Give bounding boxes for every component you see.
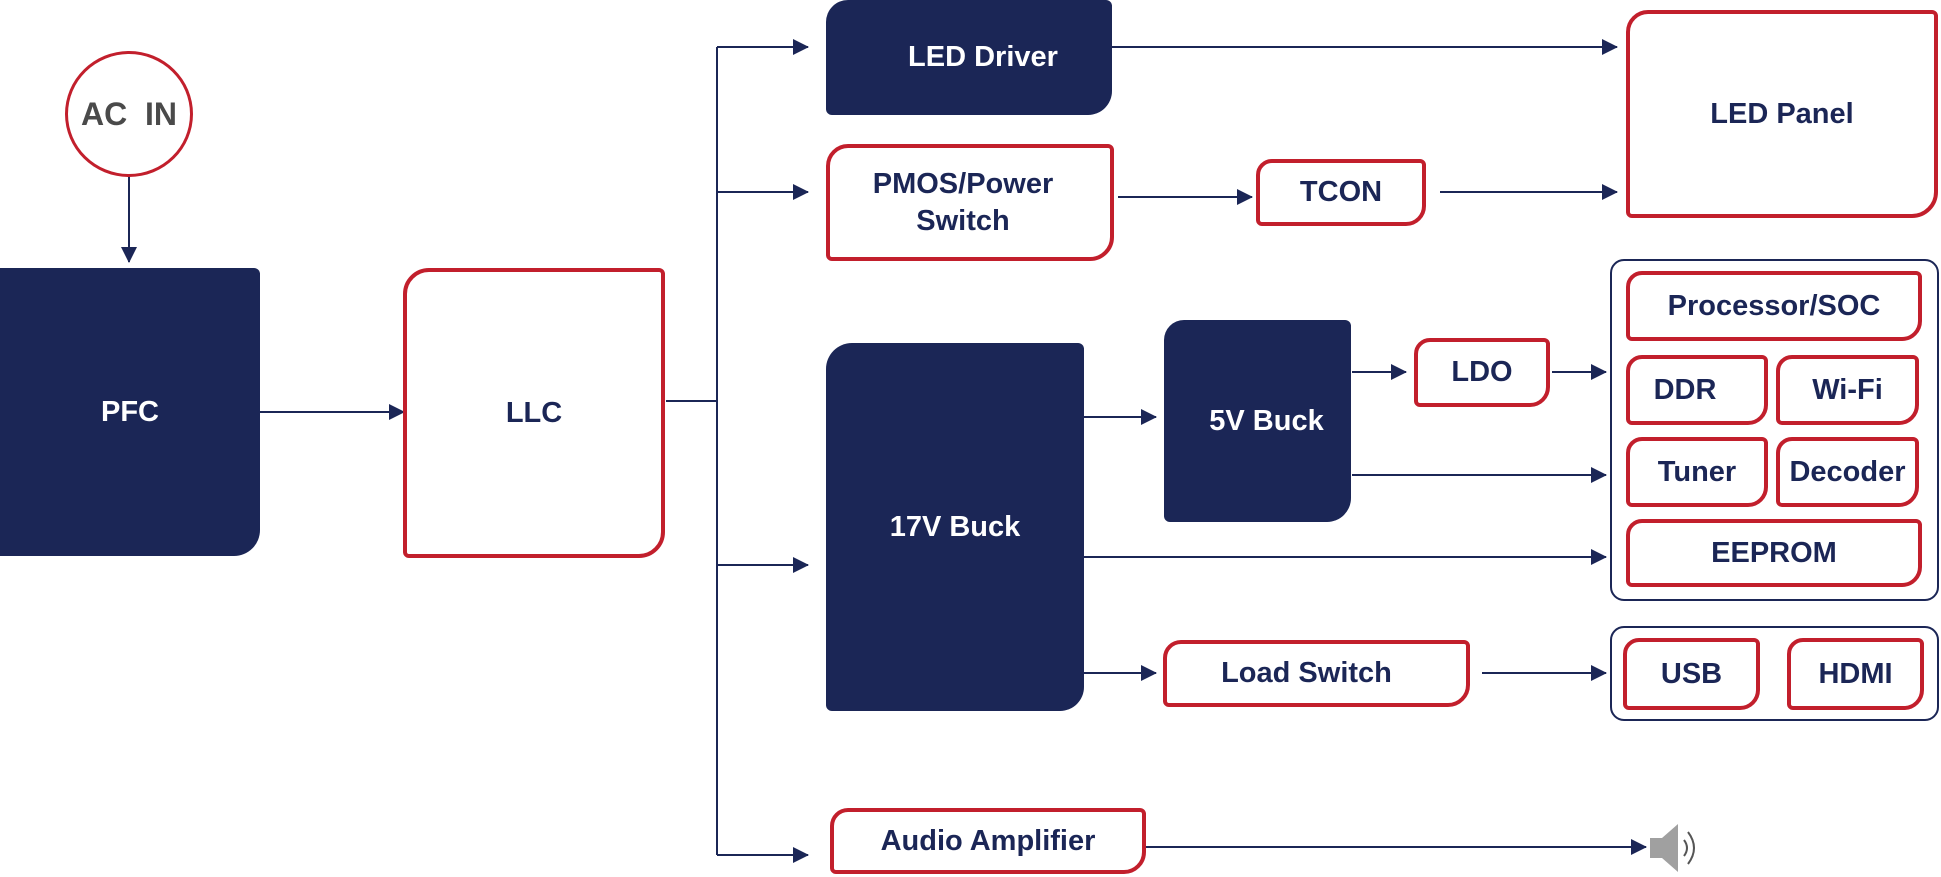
ac-in-node: AC IN [65, 51, 193, 177]
decoder-block: Decoder [1776, 437, 1919, 507]
tcon-block: TCON [1256, 159, 1426, 226]
17v-buck-block: 17V Buck [826, 343, 1084, 711]
audio-amplifier-block: Audio Amplifier [830, 808, 1146, 874]
led-driver-block: LED Driver [826, 0, 1112, 115]
processor-soc-block: Processor/SOC [1626, 271, 1922, 341]
llc-block: LLC [403, 268, 665, 558]
led-panel-block: LED Panel [1626, 10, 1938, 218]
tuner-block: Tuner [1626, 437, 1768, 507]
load-switch-block: Load Switch [1163, 640, 1470, 707]
hdmi-block: HDMI [1787, 638, 1924, 710]
pmos-power-switch-block: PMOS/Power Switch [826, 144, 1114, 261]
wifi-block: Wi-Fi [1776, 355, 1919, 425]
eeprom-block: EEPROM [1626, 519, 1922, 587]
5v-buck-block: 5V Buck [1164, 320, 1351, 522]
pfc-block: PFC [0, 268, 260, 556]
ddr-block: DDR [1626, 355, 1768, 425]
usb-block: USB [1623, 638, 1760, 710]
speaker-icon [1650, 824, 1695, 872]
ldo-block: LDO [1414, 338, 1550, 407]
